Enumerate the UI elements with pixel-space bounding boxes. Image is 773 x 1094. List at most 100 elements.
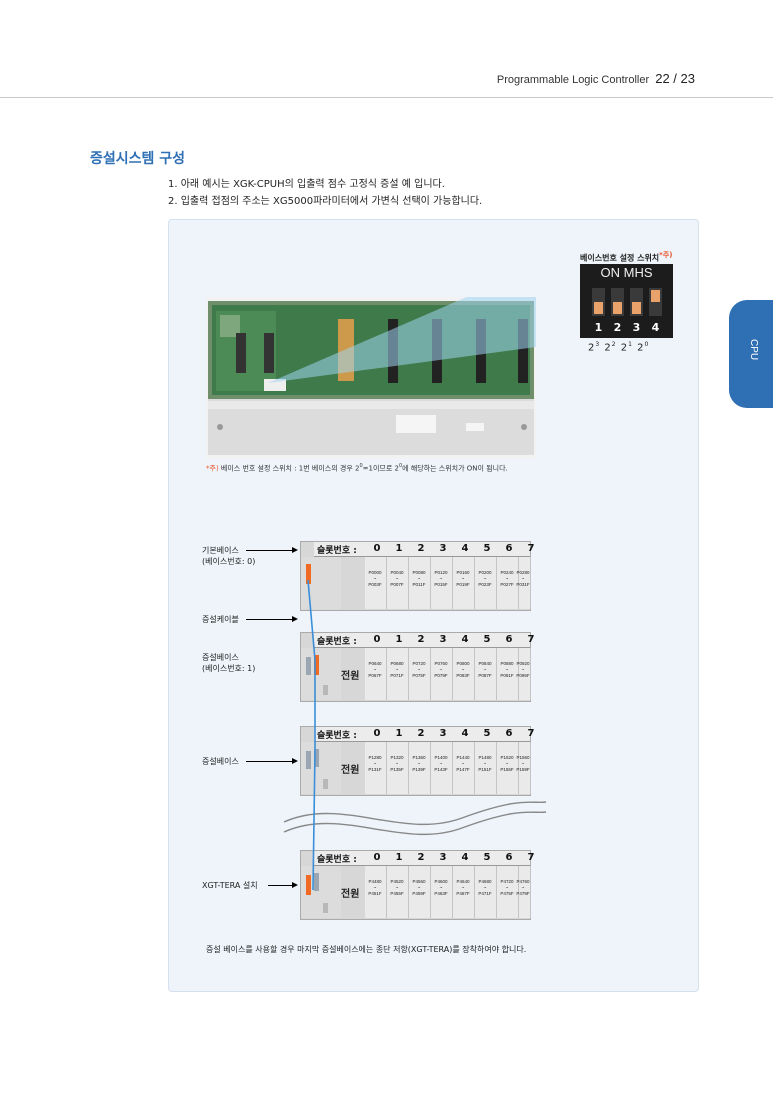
- arrow-head: [292, 882, 298, 888]
- switch-label: 베이스번호 설정 스위치*주): [580, 250, 672, 264]
- page-number: 22 / 23: [655, 71, 695, 86]
- dip-switch: ON MHS 1 2 3 4: [580, 264, 673, 338]
- label-basic-base: 기본베이스(베이스번호: 0): [202, 546, 256, 566]
- slot-address: P0760~P079F: [434, 661, 448, 678]
- rack-header: 슬롯번호 : 0 1 2 3 4 5 6 7: [314, 727, 534, 742]
- slot-address: P4680~P471F: [478, 879, 492, 896]
- slot-number: 4: [461, 543, 469, 554]
- slot-address: P4600~P463F: [434, 879, 448, 896]
- slot-number: 6: [505, 543, 513, 554]
- slot-address: P1440~P147F: [456, 755, 470, 772]
- power-label: 전원: [341, 889, 360, 900]
- dip-number: 4: [651, 321, 660, 334]
- arrow-basic-base: [246, 550, 292, 551]
- slot-address: P4720~P475F: [500, 879, 514, 896]
- slot-address: P1320~P135F: [390, 755, 404, 772]
- dip-switch-title: ON MHS: [600, 265, 653, 280]
- header-title: Programmable Logic Controller 22 / 23: [497, 71, 695, 86]
- switch-label-text: 베이스번호 설정 스위치: [580, 253, 660, 263]
- arrow-head: [292, 616, 298, 622]
- slot-address: P4760~P479F: [516, 879, 530, 896]
- connector-out: [314, 873, 319, 891]
- notes-list: 1. 아래 예시는 XGK-CPUH의 입출력 점수 고정식 증설 예 입니다.…: [168, 176, 482, 210]
- connector-bar: [323, 903, 328, 913]
- switch-powers: 23 22 21 20: [588, 341, 650, 354]
- slot-cell: [431, 557, 453, 609]
- slot-cell: [475, 557, 497, 609]
- side-tab-cpu[interactable]: CPU: [729, 300, 773, 408]
- slot-address: P0160~P019F: [456, 570, 470, 587]
- expansion-cable: [307, 579, 316, 890]
- rack-ext-base-2: 슬롯번호 : 0 1 2 3 4 5 6 7 전원 P1280~P131F P1…: [300, 726, 534, 796]
- arrow-xgt-tera: [268, 885, 292, 886]
- bottom-note: 증설 베이스를 사용할 경우 마지막 증설베이스에는 종단 저항(XGT-TER…: [206, 945, 527, 954]
- cpu-indicator: [306, 564, 311, 584]
- slot-number: 1: [395, 543, 403, 554]
- dip-lever-4: [649, 288, 662, 316]
- dip-lever-1: [592, 288, 605, 316]
- connector-bar: [323, 779, 328, 789]
- arrow-head: [292, 547, 298, 553]
- side-tab-label: CPU: [748, 338, 760, 361]
- plc-base-photo: [206, 297, 536, 459]
- connector-out: [314, 749, 319, 767]
- slot-address: P0680~P071F: [390, 661, 404, 678]
- slot-cell: [365, 557, 387, 609]
- dip-number: 2: [613, 321, 622, 334]
- slot-address: P0120~P015F: [434, 570, 448, 587]
- dip-number: 1: [594, 321, 603, 334]
- connector-in: [306, 751, 311, 769]
- terminator-indicator: [306, 875, 311, 895]
- label-cable: 증설케이블: [202, 615, 239, 624]
- slot-cell: [409, 557, 431, 609]
- slot-address: P1480~P151F: [478, 755, 492, 772]
- slot-number: 5: [483, 543, 491, 554]
- slot-number: 0: [373, 543, 381, 554]
- slot-address: P0080~P011F: [412, 570, 426, 587]
- power-label: 전원: [341, 765, 360, 776]
- rack-ext-base-1: 슬롯번호 : 0 1 2 3 4 5 6 7 전원 P0640~P067F P0…: [300, 632, 534, 702]
- slot-address: P0840~P087F: [478, 661, 492, 678]
- rack-ext-base-last: 슬롯번호 : 0 1 2 3 4 5 6 7 전원 P4480~P451F P4…: [300, 850, 534, 920]
- label-xgt-tera: XGT-TERA 설치: [202, 881, 258, 890]
- rack-basic-base: 슬롯번호 : 0 1 2 3 4 5 6 7 P0000~P003F P0040…: [300, 541, 534, 611]
- power-label: 전원: [341, 671, 360, 682]
- slot-cell: [387, 557, 409, 609]
- dip-lever-2: [611, 288, 624, 316]
- slot-cell: [497, 557, 519, 609]
- dip-lever-3: [630, 288, 643, 316]
- note-item: 1. 아래 예시는 XGK-CPUH의 입출력 점수 고정식 증설 예 입니다.: [168, 179, 445, 190]
- slot-number: 7: [527, 543, 535, 554]
- slot-address: P1400~P143F: [434, 755, 448, 772]
- break-lines: [283, 801, 547, 836]
- slot-cell: [519, 557, 531, 609]
- slot-cell: [453, 557, 475, 609]
- connector-in: [306, 657, 311, 675]
- slot-address: P1360~P139F: [412, 755, 426, 772]
- slot-address: P0240~P027F: [500, 570, 514, 587]
- rack-header: 슬롯번호 : 0 1 2 3 4 5 6 7: [314, 542, 534, 557]
- slot-address: P0040~P007F: [390, 570, 404, 587]
- slot-address: P4640~P467F: [456, 879, 470, 896]
- header-title-text: Programmable Logic Controller: [496, 74, 650, 86]
- label-ext-base: 증설베이스: [202, 757, 239, 766]
- slot-address: P4480~P451F: [368, 879, 382, 896]
- slot-address: P0280~P031F: [516, 570, 530, 587]
- slot-address: P0800~P083F: [456, 661, 470, 678]
- slot-address: P4560~P459F: [412, 879, 426, 896]
- slot-number: 3: [439, 543, 447, 554]
- header-divider: [0, 97, 773, 98]
- slot-address: P0000~P003F: [368, 570, 382, 587]
- slot-address: P0640~P067F: [368, 661, 382, 678]
- connector-bar: [323, 685, 328, 695]
- section-title: 증설시스템 구성: [90, 151, 186, 167]
- slot-address: P0920~P095F: [516, 661, 530, 678]
- switch-label-star: *주): [659, 251, 673, 259]
- slot-address: P0880~P091F: [500, 661, 514, 678]
- arrow-ext-base: [246, 761, 292, 762]
- slot-address: P0200~P023F: [478, 570, 492, 587]
- cpu-indicator: [314, 655, 319, 675]
- slot-address: P1520~P155F: [500, 755, 514, 772]
- arrow-cable: [246, 619, 292, 620]
- label-ext-base-1: 증설베이스(베이스번호: 1): [202, 653, 256, 673]
